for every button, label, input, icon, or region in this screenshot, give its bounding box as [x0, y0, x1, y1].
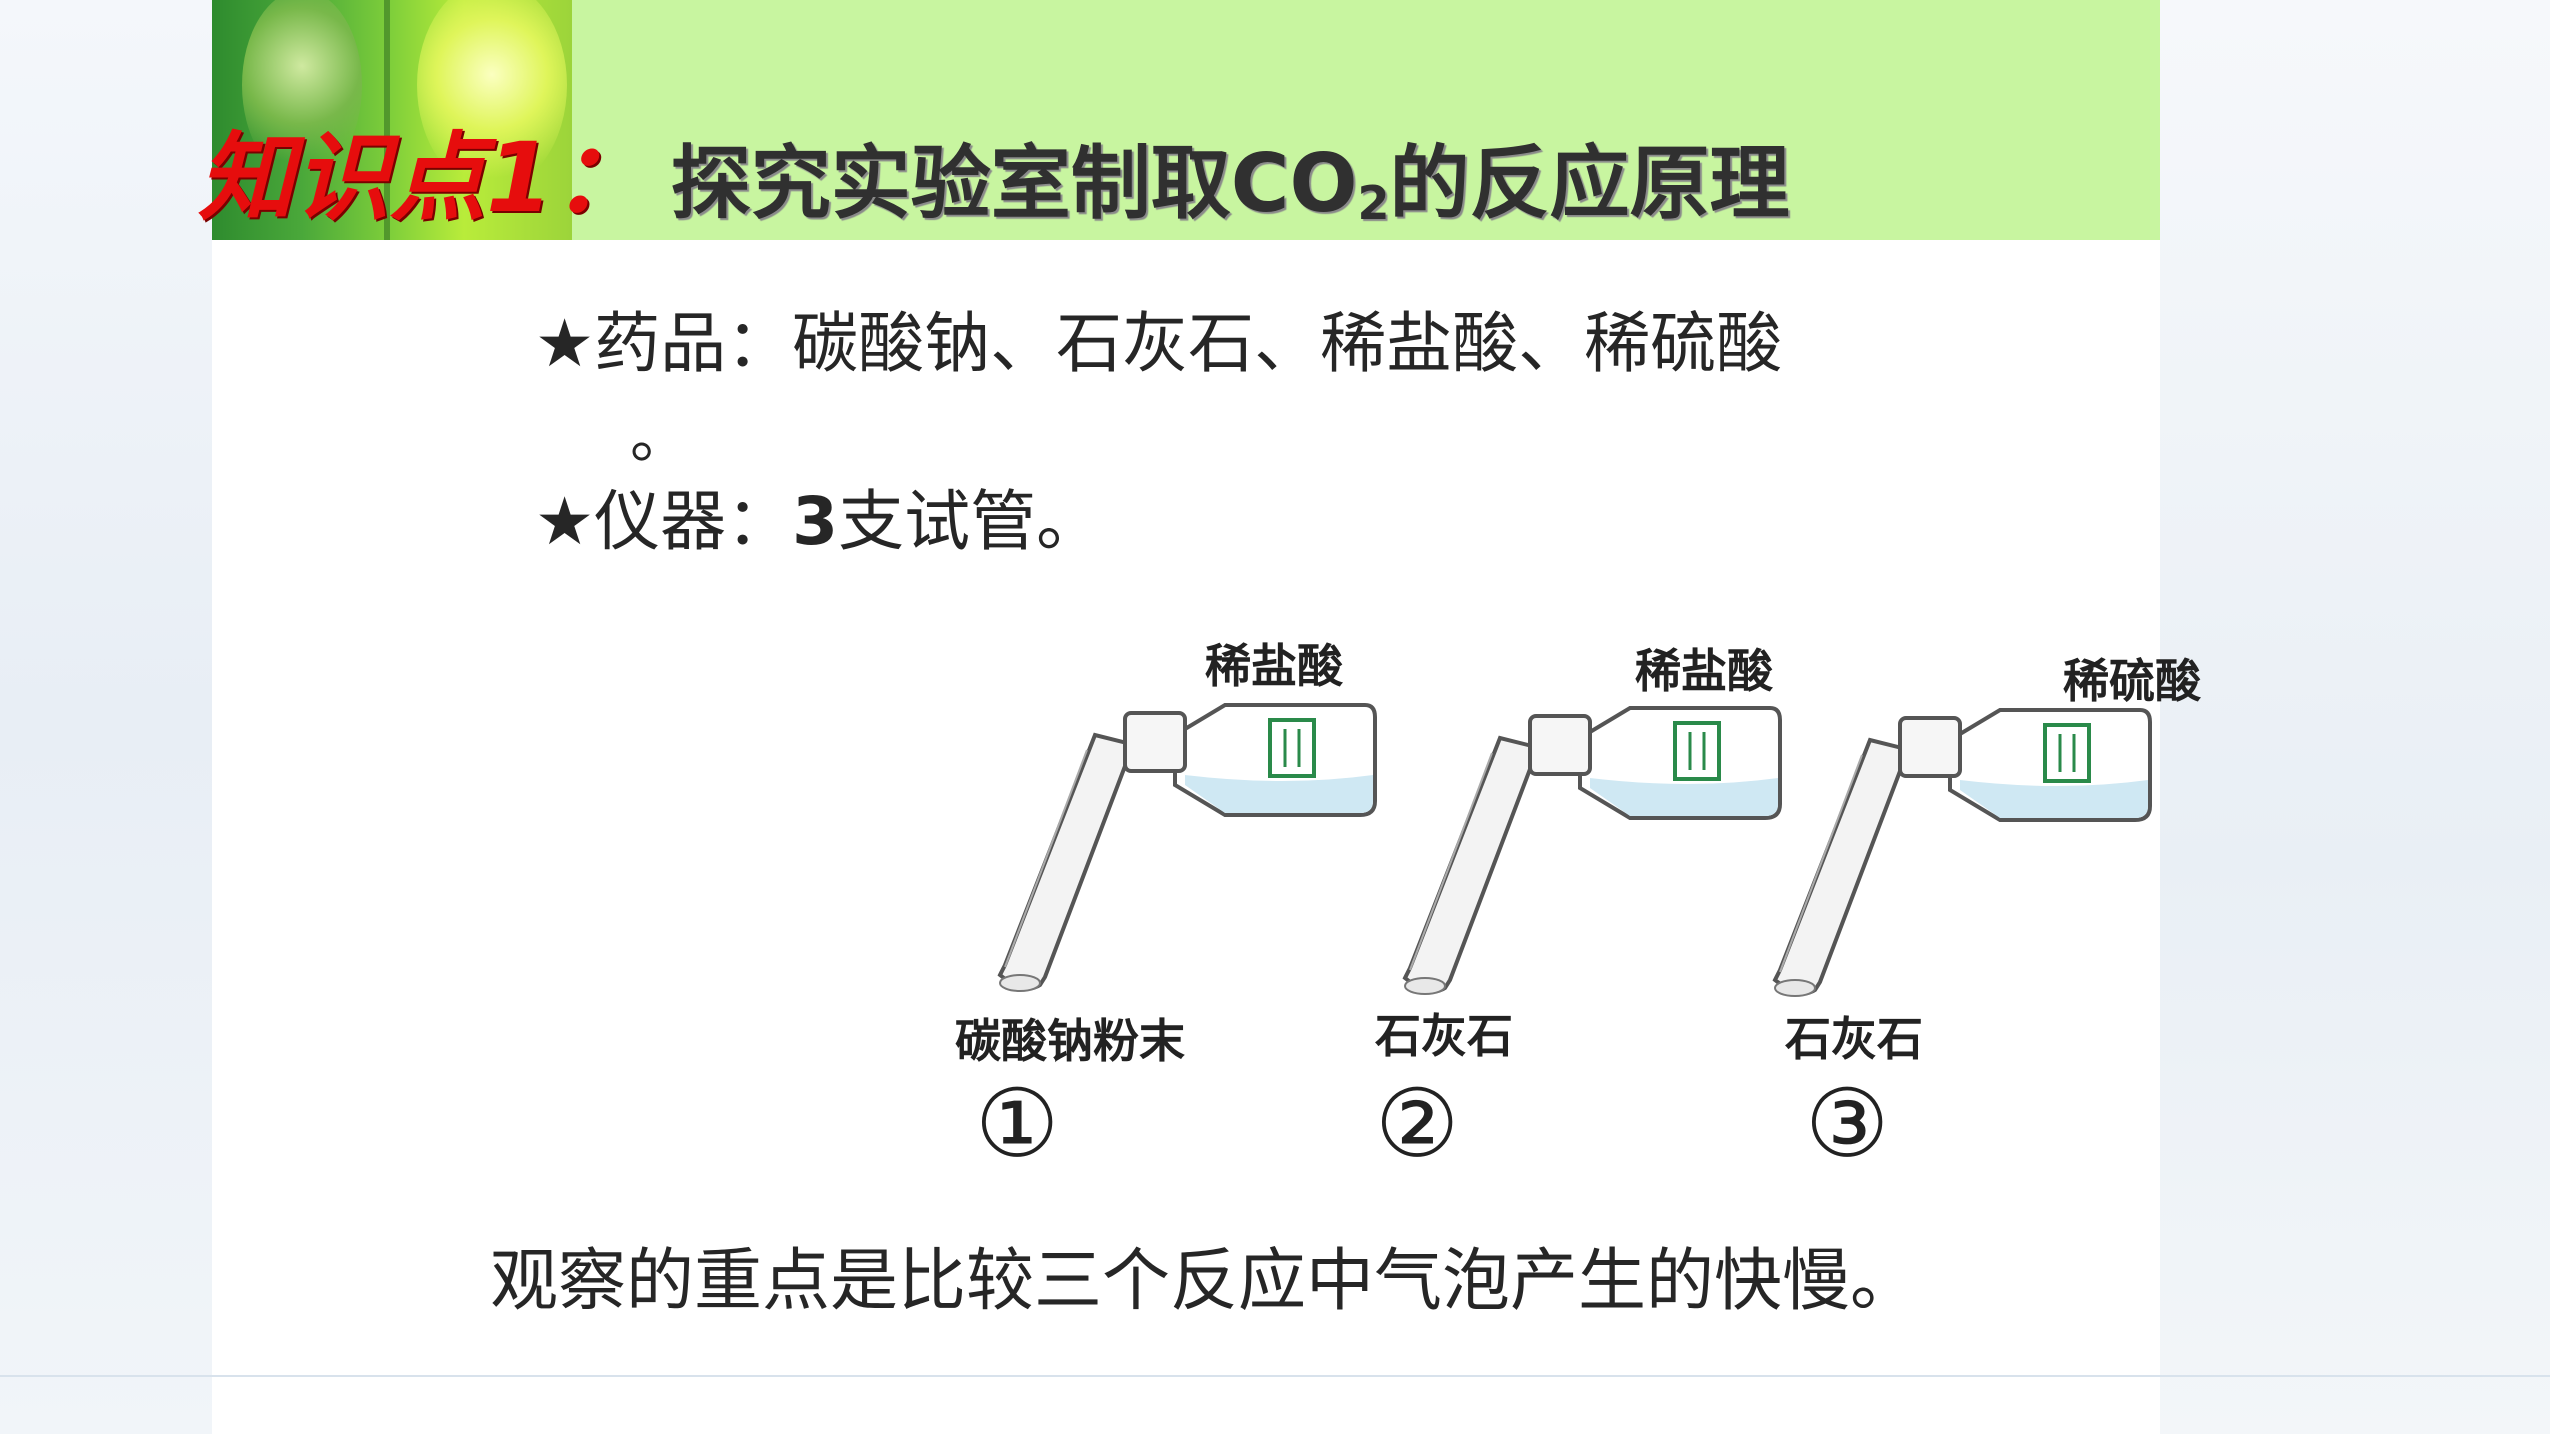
- setup-1-acid-label: 稀盐酸: [1205, 639, 1343, 693]
- lightbulb-left: [242, 0, 362, 180]
- background-left-panel: [0, 0, 212, 1434]
- reagent-bottle-icon: [1528, 706, 1782, 820]
- image-divider: [384, 0, 390, 240]
- setup-2-number: ②: [1375, 1070, 1460, 1179]
- title-tag: 知识点1：: [198, 122, 649, 234]
- reagents-label: 药品：: [594, 305, 793, 382]
- title-main-suffix: 的反应原理: [1389, 137, 1790, 230]
- test-tube-diagram: [997, 703, 2152, 997]
- test-tube-icon: [997, 732, 1176, 992]
- setup-1-solid-label: 碳酸钠粉末: [955, 1014, 1185, 1068]
- test-tube-icon: [1402, 735, 1581, 995]
- setup-1-apparatus: [997, 703, 1377, 992]
- lightbulb-image: [212, 0, 572, 240]
- apparatus-text: 支试管。: [838, 483, 1103, 560]
- title-main: 探究实验室制取CO2的反应原理: [671, 119, 1790, 235]
- reagent-bottle-icon: [1898, 708, 2152, 822]
- reagents-line: ★药品：碳酸钠、石灰石、稀盐酸、稀硫酸: [535, 290, 1782, 386]
- setup-2-apparatus: [1402, 706, 1782, 995]
- setup-3-acid-label: 稀硫酸: [2063, 654, 2201, 708]
- bottom-divider-line: [0, 1375, 2550, 1377]
- conclusion-text: 观察的重点是比较三个反应中气泡产生的快慢。: [490, 1242, 1919, 1321]
- apparatus-count: 3: [792, 483, 839, 560]
- star-icon: ★: [535, 305, 595, 382]
- setup-2-acid-label: 稀盐酸: [1635, 644, 1773, 698]
- reagent-bottle-icon: [1123, 703, 1377, 817]
- setup-3-number: ③: [1805, 1070, 1890, 1179]
- setup-1-number: ①: [975, 1070, 1060, 1179]
- background-right-panel: [2160, 0, 2550, 1434]
- setup-2-solid-label: 石灰石: [1375, 1009, 1513, 1063]
- lightbulb-right: [417, 0, 567, 190]
- reagents-end-mark: 。: [630, 402, 690, 472]
- setup-3-solid-label: 石灰石: [1785, 1012, 1923, 1066]
- experiment-figure: 稀盐酸 碳酸钠粉末 ① 稀盐酸 石灰石 ② 稀硫酸 石灰石 ③: [855, 615, 2255, 1179]
- star-icon: ★: [535, 483, 595, 560]
- title-main-prefix: 探究实验室制取CO: [670, 137, 1358, 230]
- apparatus-label: 仪器：: [594, 483, 793, 560]
- title-main-subscript: 2: [1357, 176, 1390, 230]
- test-tube-icon: [1772, 737, 1951, 997]
- apparatus-line: ★仪器：3支试管。: [535, 468, 1102, 564]
- setup-3-apparatus: [1772, 708, 2152, 997]
- reagents-list: 碳酸钠、石灰石、稀盐酸、稀硫酸: [792, 305, 1783, 382]
- slide-title: 知识点1： 探究实验室制取CO2的反应原理: [198, 100, 1790, 234]
